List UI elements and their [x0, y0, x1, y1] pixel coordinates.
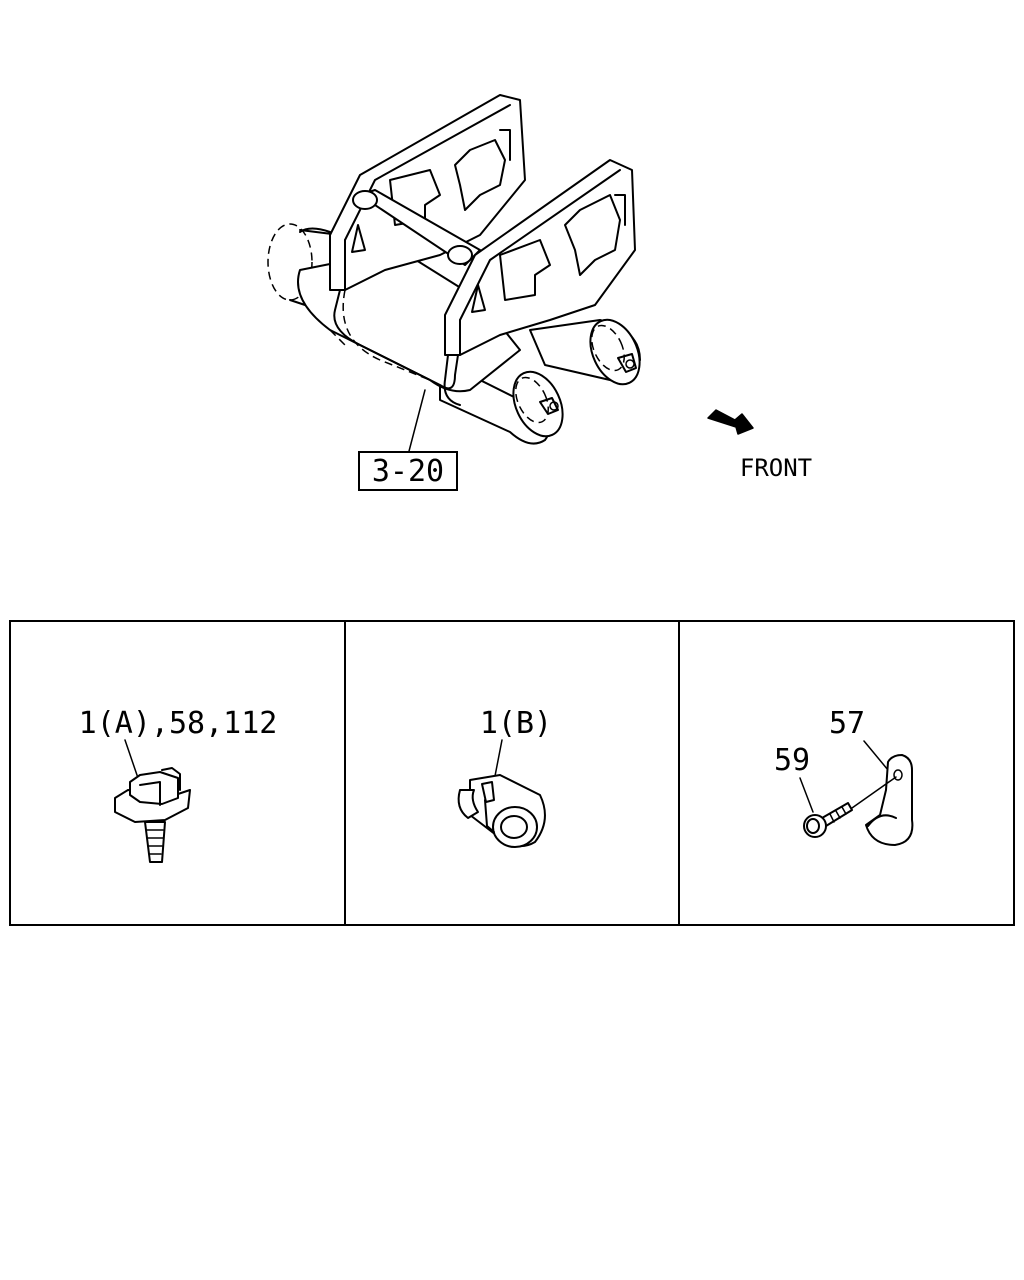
axle-assembly-drawing [267, 94, 641, 456]
panel-2-callout: 1(B) [480, 706, 552, 741]
front-arrow-icon [707, 409, 754, 435]
detail-panel-2[interactable]: 1(B) [457, 706, 553, 848]
bolt-icon [803, 802, 853, 838]
panel-3-callout-57: 57 [829, 706, 865, 741]
air-tank-lower-right-icon [529, 318, 641, 386]
bolt-alignment-line [851, 776, 897, 809]
panel-3-leader-57 [863, 740, 889, 771]
bracket-clamp-icon [865, 754, 914, 846]
panel-1-callout: 1(A),58,112 [79, 706, 278, 741]
detail-panel-3[interactable]: 57 59 [774, 706, 914, 846]
reference-label: 3-20 [372, 454, 444, 489]
left-frame-bracket-icon [329, 94, 526, 291]
reference-box[interactable]: 3-20 [358, 451, 458, 491]
reference-leader-line [407, 389, 426, 456]
hose-clip-icon [457, 774, 546, 848]
front-direction-label: FRONT [740, 454, 812, 482]
detail-panel-1[interactable]: 1(A),58,112 [79, 706, 278, 863]
detail-panels [9, 620, 1015, 926]
clip-fastener-icon [114, 767, 191, 863]
panel-3-callout-59: 59 [774, 743, 810, 778]
panel-3-leader-59 [799, 777, 814, 813]
panel-2-leader-line [494, 739, 503, 777]
panel-1-leader-line [124, 739, 139, 779]
right-frame-bracket-icon [351, 159, 636, 356]
